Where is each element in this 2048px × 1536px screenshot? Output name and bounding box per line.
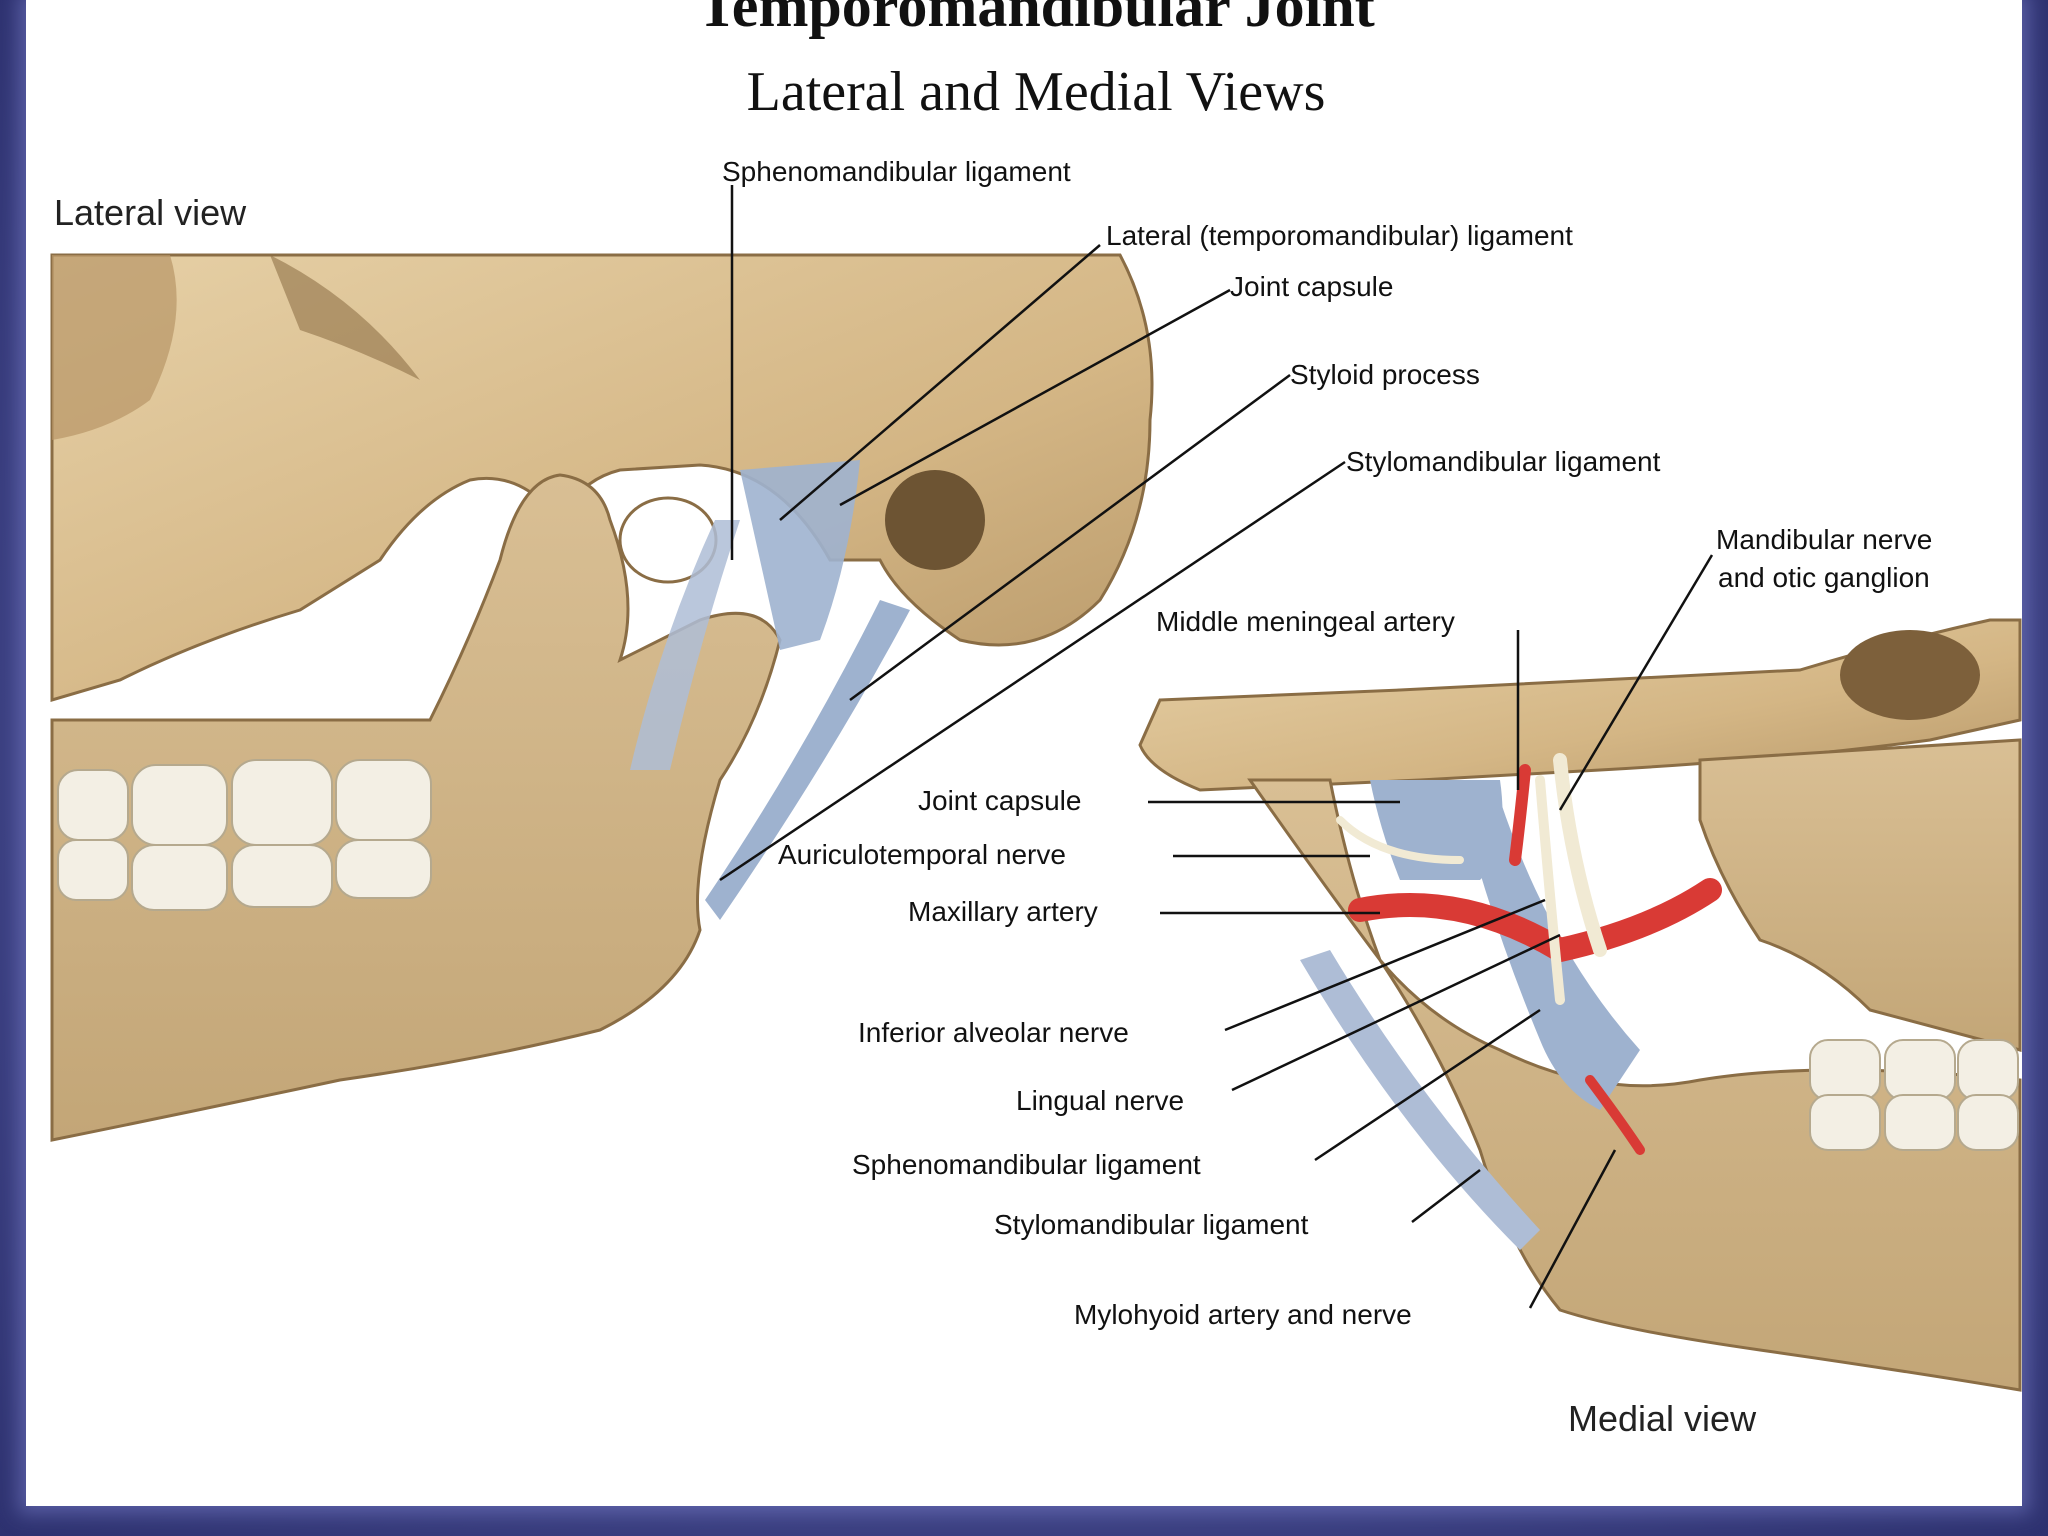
page-title: Temporomandibular Joint — [697, 0, 1375, 39]
label-stylomandibular-medial: Stylomandibular ligament — [994, 1209, 1309, 1240]
stylomandibular-ligament-shape — [705, 600, 910, 920]
label-mandibular-nerve-1: Mandibular nerve — [1716, 524, 1933, 555]
middle-meningeal-artery-shape — [1509, 764, 1531, 866]
external-acoustic-meatus — [885, 470, 985, 570]
label-sphenomandibular-medial: Sphenomandibular ligament — [852, 1149, 1201, 1180]
sphenomandibular-ligament-shape — [630, 520, 740, 770]
lingual-nerve-shape — [1535, 775, 1565, 1005]
label-maxillary-artery: Maxillary artery — [908, 896, 1098, 927]
medial-skull — [1138, 618, 2022, 1392]
label-auriculotemporal-nerve: Auriculotemporal nerve — [778, 839, 1066, 870]
lateral-view-label: Lateral view — [54, 192, 247, 233]
sinus-cavity — [1840, 630, 1980, 720]
page-subtitle: Lateral and Medial Views — [746, 61, 1326, 123]
anatomy-illustration — [50, 185, 2022, 1392]
label-joint-capsule-medial: Joint capsule — [918, 785, 1082, 816]
lateral-ligament-shape — [740, 460, 860, 650]
mandibular-nerve-shape — [1553, 753, 1607, 957]
orbit-shadow — [52, 255, 177, 440]
medial-stylomandibular-shape — [1300, 950, 1540, 1250]
lateral-teeth — [57, 759, 432, 911]
auriculotemporal-nerve-shape — [1336, 816, 1464, 864]
label-stylomandibular-top: Stylomandibular ligament — [1346, 446, 1661, 477]
medial-view-label: Medial view — [1568, 1398, 1757, 1439]
label-joint-capsule-top: Joint capsule — [1230, 271, 1394, 302]
label-mandibular-nerve-2: and otic ganglion — [1718, 562, 1930, 593]
medial-teeth — [1809, 1039, 2019, 1151]
label-sphenomandibular-top: Sphenomandibular ligament — [722, 156, 1071, 187]
slide: Temporomandibular Joint Lateral and Medi… — [26, 0, 2022, 1506]
label-mylohyoid: Mylohyoid artery and nerve — [1074, 1299, 1412, 1330]
lateral-skull — [50, 253, 1154, 1142]
cranial-base-bone — [1138, 618, 2022, 792]
label-inferior-alveolar-nerve: Inferior alveolar nerve — [858, 1017, 1129, 1048]
leader-lines — [719, 185, 1714, 1309]
label-lateral-ligament: Lateral (temporomandibular) ligament — [1106, 220, 1573, 251]
mylohyoid-artery-shape — [1585, 1075, 1645, 1155]
zygomatic-shadow — [270, 255, 420, 380]
label-lingual-nerve: Lingual nerve — [1016, 1085, 1185, 1116]
medial-mandible-bone — [1247, 778, 2022, 1392]
pterygoid-bone — [1698, 738, 2022, 1052]
label-middle-meningeal-artery: Middle meningeal artery — [1156, 606, 1455, 637]
label-styloid-process: Styloid process — [1290, 359, 1480, 390]
